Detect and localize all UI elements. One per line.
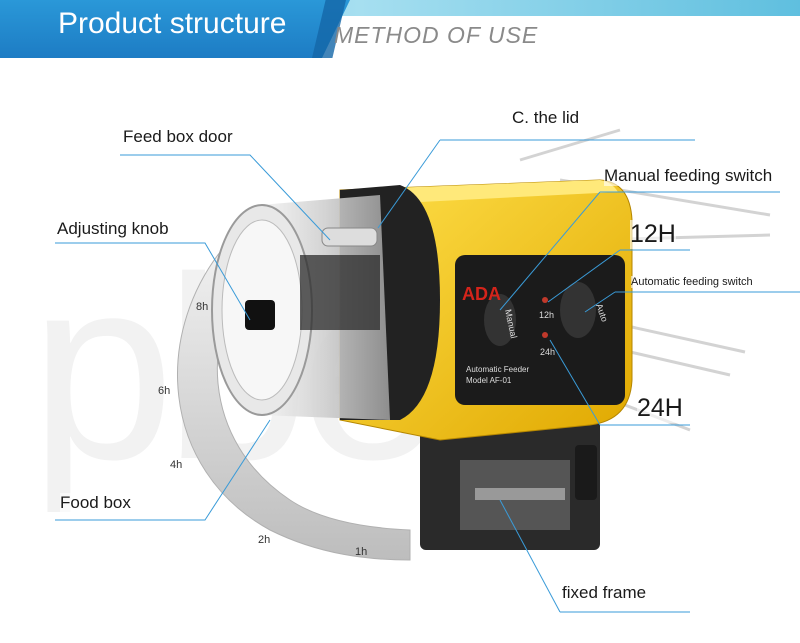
time-dial-arc — [177, 239, 411, 561]
device-model-line2: Model AF-01 — [466, 376, 512, 385]
food-box-shape — [211, 195, 390, 420]
header-banner — [0, 0, 350, 58]
dial-mark-4h: 4h — [170, 459, 182, 471]
dial-mark-8h: 8h — [196, 301, 208, 313]
device-model-line1: Automatic Feeder — [466, 365, 529, 374]
label-manual-feeding-switch: Manual feeding switch — [604, 166, 773, 186]
label-fixed-frame: fixed frame — [562, 583, 647, 603]
label-lid: C. the lid — [512, 108, 580, 128]
label-adjusting-knob: Adjusting knob — [57, 219, 169, 239]
dial-mark-1h: 1h — [355, 546, 367, 558]
callout-lines — [55, 139, 800, 613]
fixed-frame-shape — [420, 420, 600, 550]
page-subtitle: METHOD OF USE — [334, 22, 539, 48]
dial-labels: 1h 2h 4h 6h 8h — [158, 301, 367, 558]
page-title: Product structure — [58, 7, 287, 40]
label-12h: 12H — [630, 220, 676, 249]
device-12h-text: 12h — [539, 310, 554, 320]
label-feed-box-door: Feed box door — [123, 127, 233, 147]
dial-mark-6h: 6h — [158, 385, 170, 397]
label-food-box: Food box — [60, 493, 131, 513]
dial-mark-2h: 2h — [258, 534, 270, 546]
label-24h: 24H — [637, 394, 683, 423]
device-24h-text: 24h — [540, 347, 555, 357]
label-automatic-feeding-switch: Automatic feeding switch — [631, 276, 753, 288]
brand-logo: ADA — [462, 284, 501, 304]
